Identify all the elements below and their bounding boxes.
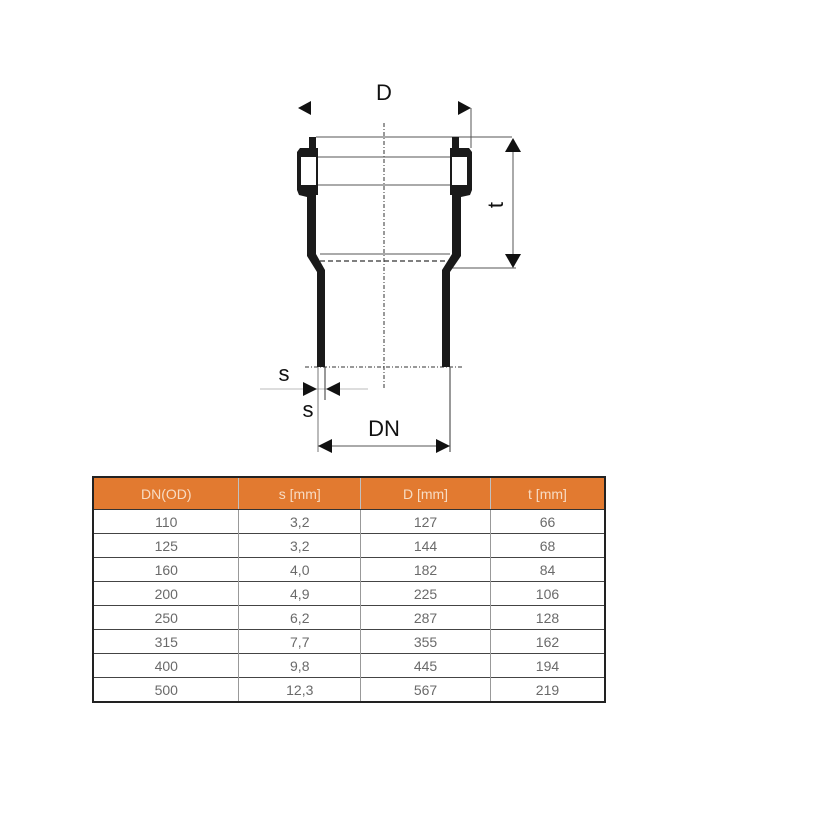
t-arrow-down-icon xyxy=(505,254,521,268)
dn-arrow-right-icon xyxy=(436,439,450,453)
cell-s: 3,2 xyxy=(238,533,361,558)
cell-d: 127 xyxy=(360,509,491,534)
cell-s: 4,9 xyxy=(238,581,361,606)
cell-t: 106 xyxy=(489,581,605,606)
label-s-bottom: s xyxy=(303,397,314,422)
cell-s: 7,7 xyxy=(238,629,361,654)
cell-dn: 125 xyxy=(93,533,239,558)
s-arrow-right-icon xyxy=(303,382,317,396)
cell-t: 194 xyxy=(489,653,605,678)
cell-t: 128 xyxy=(489,605,605,630)
cell-s: 9,8 xyxy=(238,653,361,678)
cell-s: 12,3 xyxy=(238,677,361,702)
cell-t: 66 xyxy=(489,509,605,534)
label-dn: DN xyxy=(368,416,400,441)
cell-dn: 250 xyxy=(93,605,239,630)
cell-t: 68 xyxy=(489,533,605,558)
dn-arrow-left-icon xyxy=(318,439,332,453)
label-t: t xyxy=(483,202,508,208)
d-arrow-right-icon xyxy=(458,101,471,115)
cell-d: 567 xyxy=(360,677,491,702)
cell-t: 84 xyxy=(489,557,605,582)
cell-dn: 110 xyxy=(93,509,239,534)
table-header-row: DN(OD) s [mm] D [mm] t [mm] xyxy=(93,477,605,510)
cell-dn: 160 xyxy=(93,557,239,582)
d-arrow-left-icon xyxy=(298,101,311,115)
socket-groove-left xyxy=(301,157,316,185)
cell-d: 144 xyxy=(360,533,491,558)
label-d: D xyxy=(376,80,392,105)
cell-s: 6,2 xyxy=(238,605,361,630)
cell-d: 182 xyxy=(360,557,491,582)
cell-d: 445 xyxy=(360,653,491,678)
s-arrow-left-icon xyxy=(326,382,340,396)
pipe-wall-right xyxy=(442,137,472,367)
cell-dn: 400 xyxy=(93,653,239,678)
column-header-s: s [mm] xyxy=(238,477,361,510)
cell-d: 355 xyxy=(360,629,491,654)
cell-d: 287 xyxy=(360,605,491,630)
cell-s: 3,2 xyxy=(238,509,361,534)
cell-dn: 200 xyxy=(93,581,239,606)
label-s-top: s xyxy=(279,361,290,386)
cell-dn: 500 xyxy=(93,677,239,702)
column-header-t: t [mm] xyxy=(489,477,605,510)
cell-dn: 315 xyxy=(93,629,239,654)
pipe-wall-left xyxy=(297,137,325,367)
t-arrow-up-icon xyxy=(505,138,521,152)
column-header-d: D [mm] xyxy=(360,477,491,510)
pipe-socket-drawing: D t s s DN xyxy=(260,80,521,453)
socket-groove-right xyxy=(452,157,467,185)
cell-s: 4,0 xyxy=(238,557,361,582)
cell-t: 219 xyxy=(489,677,605,702)
column-header-dn: DN(OD) xyxy=(93,477,239,510)
cell-t: 162 xyxy=(489,629,605,654)
cell-d: 225 xyxy=(360,581,491,606)
